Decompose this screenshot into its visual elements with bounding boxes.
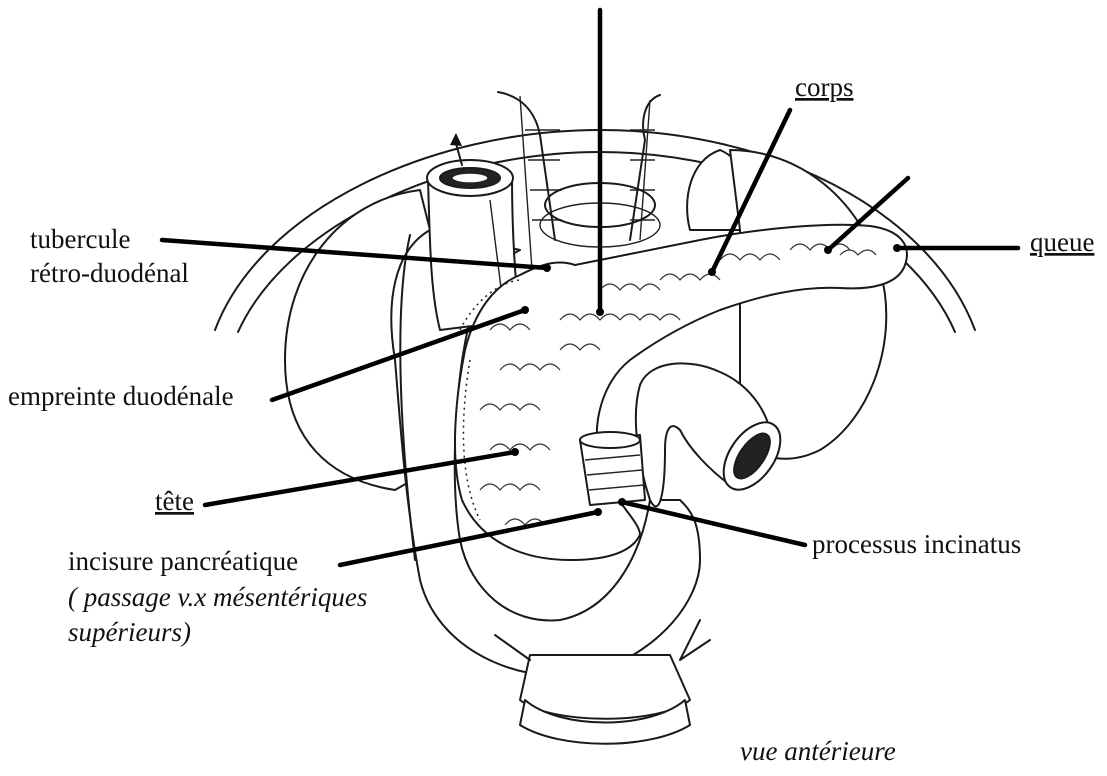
label-tubercule-line2: rétro-duodénal: [30, 258, 189, 288]
label-incisure-line2: ( passage v.x mésentériques: [68, 582, 367, 612]
label-corps: corps: [795, 72, 853, 102]
label-processus: processus incinatus: [812, 529, 1021, 559]
label-incisure-line1: incisure pancréatique: [68, 546, 298, 576]
label-queue: queue: [1030, 227, 1094, 257]
label-incisure-line3: supérieurs): [68, 617, 191, 647]
label-view: vue antérieure: [740, 736, 896, 766]
label-tete: tête: [155, 486, 194, 516]
label-empreinte: empreinte duodénale: [8, 381, 234, 411]
label-tubercule-line1: tubercule: [30, 224, 130, 254]
